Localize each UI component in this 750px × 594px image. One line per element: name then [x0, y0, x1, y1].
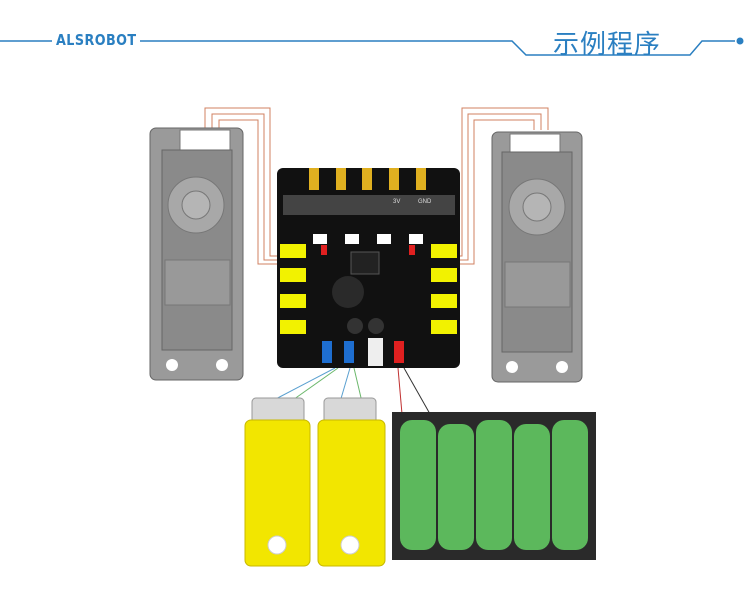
servo-right: [491, 131, 583, 383]
pin-3v-label: 3V: [393, 199, 400, 205]
battery-box: [392, 412, 596, 560]
header-decoration: [0, 37, 744, 56]
motor-left: [244, 397, 311, 567]
motor-right: [317, 397, 386, 567]
page-title: 示例程序: [553, 29, 662, 59]
servo-left: [149, 127, 244, 381]
brand-logo: ALSROBOT: [56, 31, 137, 49]
dot-icon: [736, 37, 744, 45]
motor-wires: [269, 367, 431, 415]
pin-gnd-label: GND: [418, 199, 432, 205]
expansion-board: 3V GND: [277, 168, 460, 368]
